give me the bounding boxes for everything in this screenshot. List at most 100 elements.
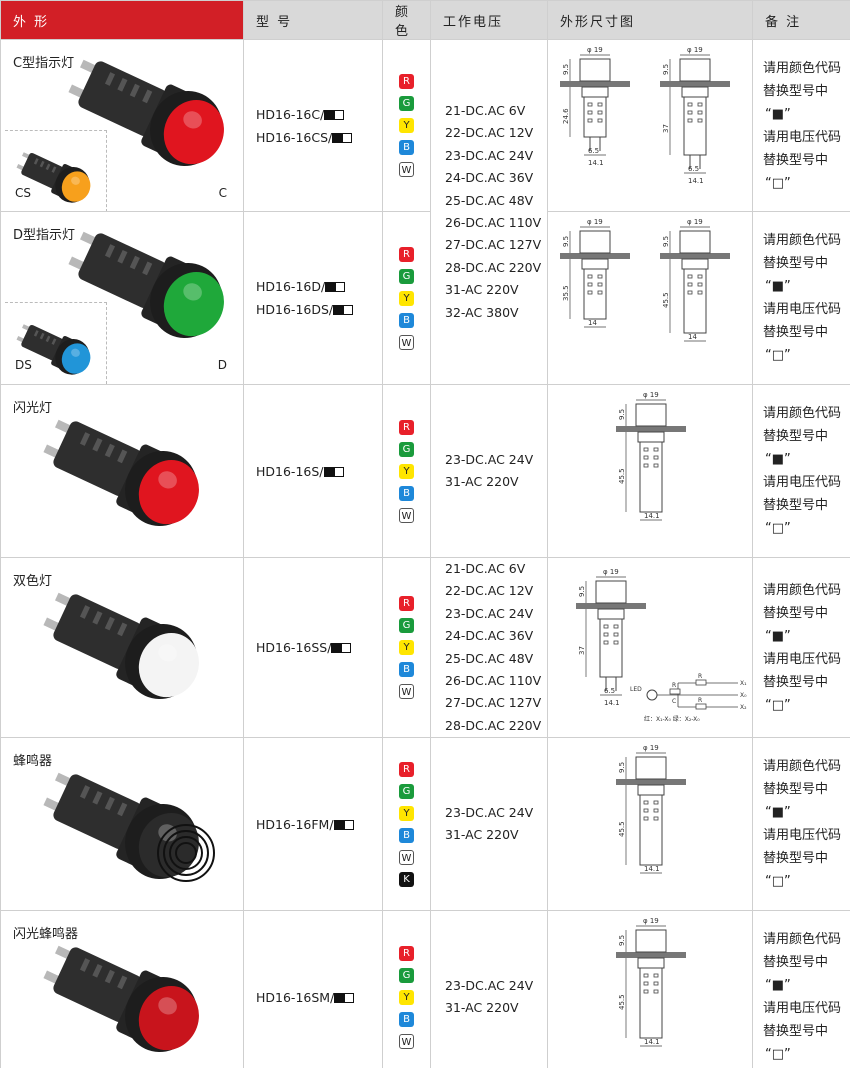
note-cell: 请用颜色代码替换型号中“■”请用电压代码替换型号中“□”: [752, 211, 850, 385]
color-code-w: W: [399, 1033, 414, 1049]
header-form: 外 形: [0, 0, 244, 40]
note-line: “■”: [765, 805, 791, 821]
voltage-option: 23-DC.AC 24V: [445, 605, 534, 621]
terminal-x0-label: X₀: [740, 692, 747, 699]
model-cell: HD16-16SS/: [243, 556, 383, 739]
dim-width-label: 14.1: [644, 865, 660, 873]
note-line: 替换型号中: [763, 325, 829, 340]
color-code-b: B: [399, 485, 414, 501]
sub-model-tag: CS: [15, 186, 31, 200]
dim-diameter-label: φ 19: [643, 744, 659, 752]
voltage-option: 21-DC.AC 6V: [445, 102, 526, 118]
model-number: HD16-16FM/: [256, 813, 382, 836]
color-code-placeholder-icon: [325, 282, 336, 292]
dim-width-label: 6.5: [588, 147, 599, 155]
lamp-image: [43, 945, 199, 1053]
color-code-r: R: [399, 761, 414, 777]
header-dimension: 外形尺寸图: [547, 0, 753, 40]
sub-lamp-image: [16, 324, 91, 375]
model-code: HD16-16D/: [256, 279, 326, 294]
color-code-placeholder-icon: [331, 643, 342, 654]
dim-diameter-label: φ 19: [587, 46, 603, 54]
note-line: 请用电压代码: [763, 651, 842, 667]
dim-length-label: 35.5: [562, 285, 570, 301]
color-code-placeholder-icon: [333, 819, 344, 830]
dim-flange-label: 9.5: [562, 236, 570, 247]
dim-base-label: 14.1: [604, 699, 620, 707]
main-model-tag: C: [218, 186, 227, 200]
header-model: 型 号: [243, 0, 383, 40]
product-name: 蜂鸣器: [13, 754, 53, 770]
note-line: “■”: [765, 978, 791, 994]
color-code-k: K: [399, 871, 414, 887]
note-line: 请用电压代码: [763, 302, 842, 317]
voltage-code-placeholder-icon: [344, 992, 355, 1003]
color-code-g: G: [399, 268, 414, 284]
terminal-x1-label: X₁: [740, 680, 747, 687]
model-number: HD16-16CS/: [256, 126, 382, 149]
dim-base-label: 14.1: [588, 159, 604, 167]
voltage-code-placeholder-icon: [342, 132, 353, 143]
note-line: “□”: [765, 697, 791, 713]
color-code-w: W: [399, 507, 414, 523]
lamp-image: [68, 231, 224, 339]
model-code: HD16-16SS/: [256, 640, 332, 656]
color-code-r: R: [399, 419, 414, 435]
dim-length-label: 45.5: [618, 468, 626, 484]
product-image-cell: 双色灯: [0, 556, 244, 739]
note-line: “■”: [765, 628, 791, 644]
color-code-r: R: [399, 246, 414, 262]
header-color: 颜 色: [382, 0, 431, 40]
note-line: 请用颜色代码: [763, 932, 842, 948]
voltage-option: 32-AC 380V: [445, 304, 519, 320]
dim-length-label: 45.5: [618, 822, 626, 838]
color-code-g: G: [399, 783, 414, 799]
circuit-r-label: R: [698, 673, 702, 680]
voltage-code-placeholder-icon: [343, 305, 354, 315]
lamp-image: [68, 59, 224, 167]
color-code-b: B: [399, 140, 414, 155]
dimension-drawing: φ 199.545.514.1: [616, 391, 686, 521]
header-voltage: 工作电压: [430, 0, 548, 40]
voltage-code-placeholder-icon: [335, 282, 346, 292]
dim-width-label: 6.5: [688, 165, 699, 173]
note-line: 请用颜色代码: [763, 759, 842, 775]
model-number: HD16-16SS/: [256, 636, 382, 659]
dim-flange-label: 9.5: [662, 236, 670, 247]
model-cell: HD16-16D/HD16-16DS/: [243, 211, 383, 385]
note-line: “□”: [765, 874, 791, 890]
dimension-drawing: φ 199.545.514.1: [616, 744, 686, 874]
voltage-option: 26-DC.AC 110V: [445, 673, 542, 689]
note-line: 请用电压代码: [763, 129, 842, 145]
voltage-option: 22-DC.AC 12V: [445, 583, 534, 599]
note-line: “■”: [765, 279, 791, 294]
color-code-w: W: [399, 849, 414, 865]
voltage-option: 24-DC.AC 36V: [445, 170, 534, 186]
color-code-b: B: [399, 662, 414, 678]
main-model-tag: D: [217, 358, 227, 372]
buzzer-face-icon: [157, 824, 215, 883]
color-code-g: G: [399, 441, 414, 457]
note-line: 替换型号中: [763, 955, 829, 971]
product-image-cell: 闪光蜂鸣器: [0, 910, 244, 1068]
product-name: 双色灯: [13, 574, 53, 589]
voltage-option: 23-DC.AC 24V: [445, 451, 534, 467]
color-code-y: Y: [399, 118, 414, 133]
dim-length-label: 45.5: [618, 995, 626, 1011]
voltage-option: 28-DC.AC 220V: [445, 717, 542, 733]
voltage-option: 31-AC 220V: [445, 827, 519, 843]
model-cell: HD16-16S/: [243, 384, 383, 558]
terminal-x2-label: X₂: [740, 704, 747, 711]
note-line: “□”: [765, 521, 791, 536]
product-name: D型指示灯: [13, 228, 76, 243]
